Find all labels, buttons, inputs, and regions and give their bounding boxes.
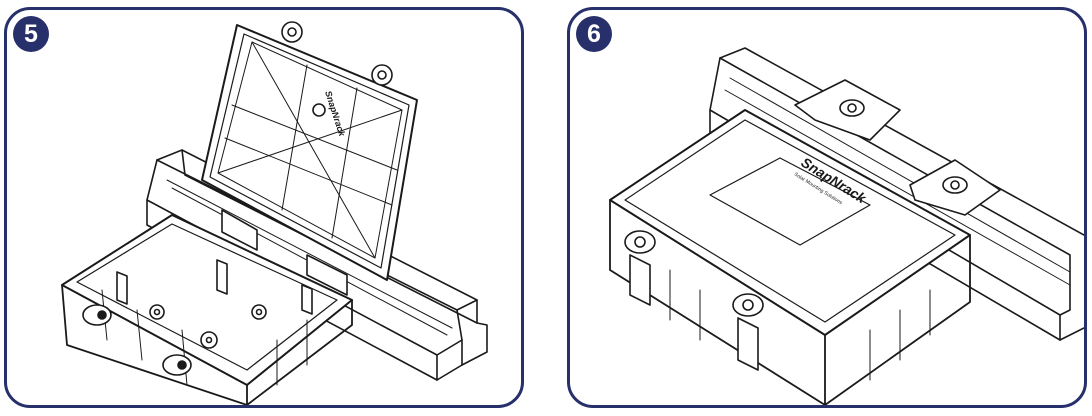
rail-clamps xyxy=(794,79,1001,216)
step-6-panel: 6 SnapNrack Solar M xyxy=(567,7,1087,408)
open-lid: SnapNrack xyxy=(201,21,418,281)
step-5-panel: 5 SnapNrack xyxy=(4,7,524,408)
open-box-base xyxy=(61,214,353,405)
hinge-assembly xyxy=(221,209,348,296)
step-number-badge: 6 xyxy=(576,16,612,52)
open-junction-box-illustration: SnapNrack xyxy=(61,21,488,405)
closed-box: SnapNrack Solar Mounting Solutions xyxy=(609,109,971,405)
step-number-badge: 5 xyxy=(13,16,49,52)
closed-junction-box-illustration: SnapNrack Solar Mounting Solutions xyxy=(609,47,1084,405)
